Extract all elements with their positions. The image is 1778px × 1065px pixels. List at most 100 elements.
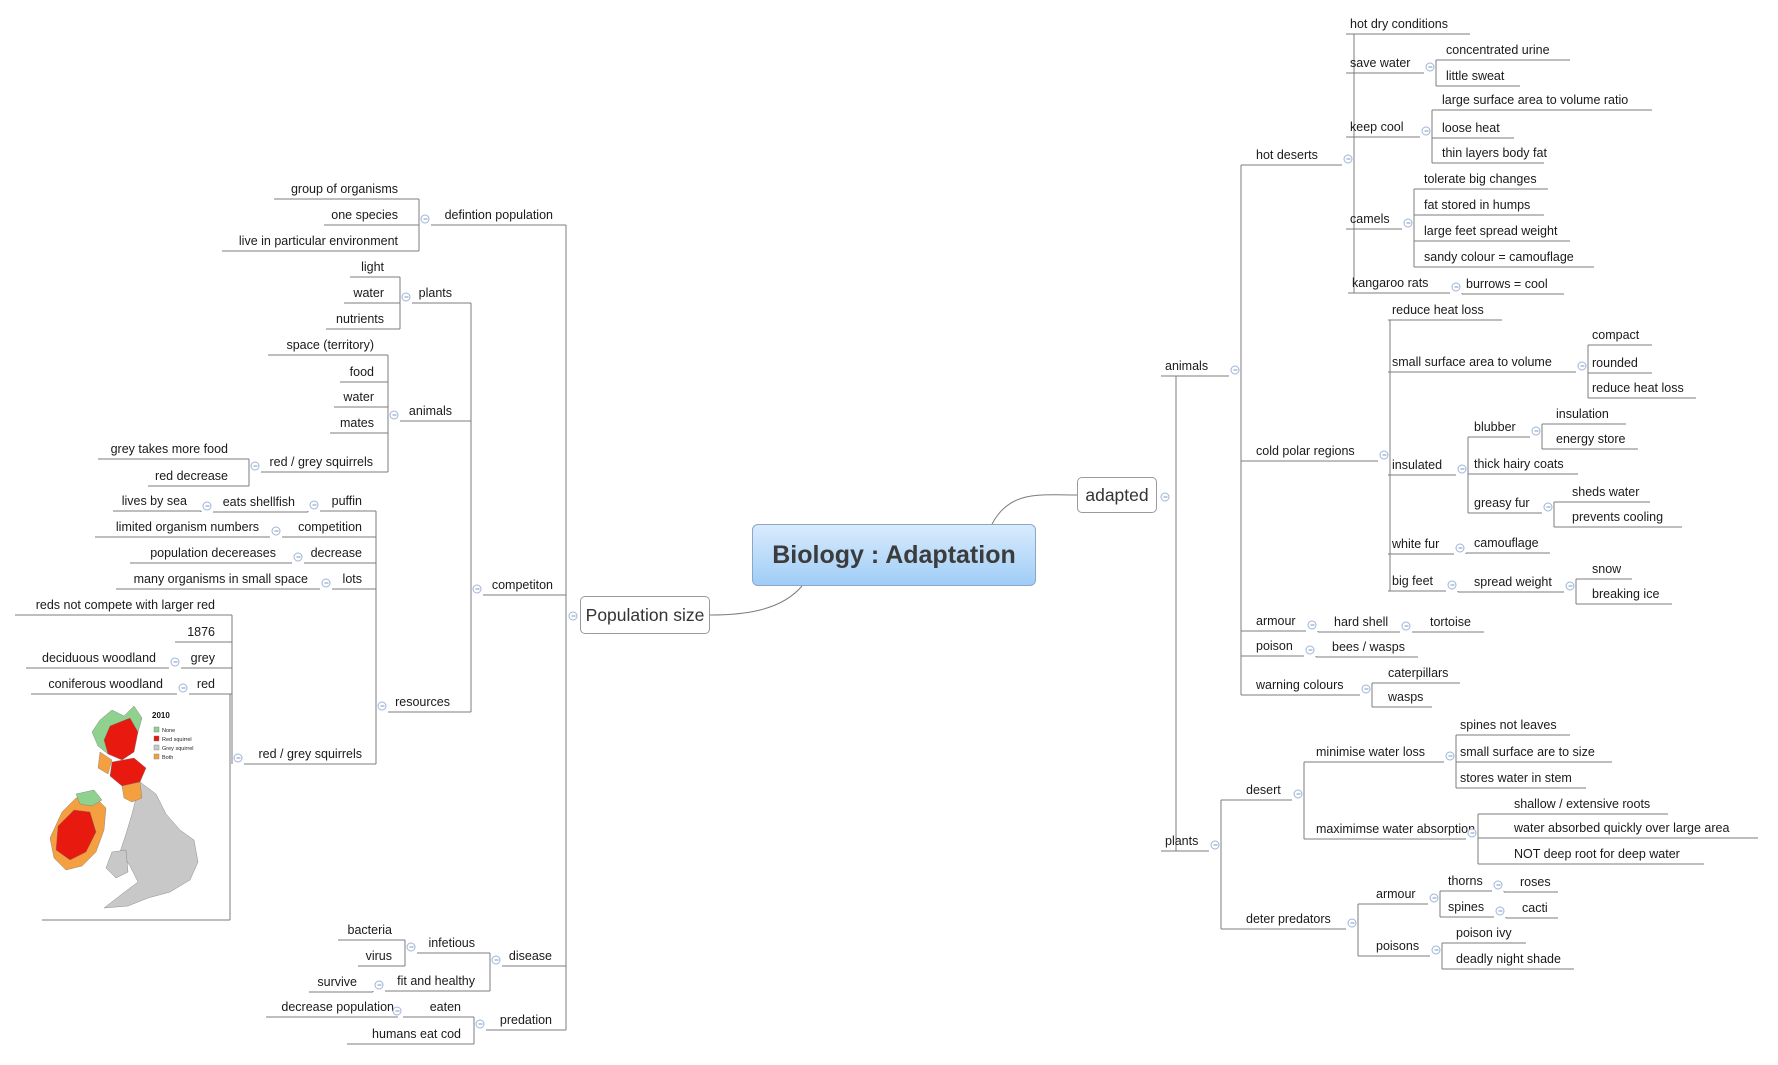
collapse-toggle-icon[interactable] [1343, 154, 1353, 164]
collapse-toggle-icon[interactable] [389, 410, 399, 420]
topic-prevents-cooling[interactable]: prevents cooling [1572, 510, 1664, 524]
topic-burrows-cool[interactable]: burrows = cool [1466, 277, 1548, 291]
topic-light[interactable]: light [361, 260, 384, 274]
topic-red[interactable]: red [196, 677, 215, 691]
collapse-toggle-icon[interactable] [406, 942, 416, 952]
topic-cacti[interactable]: cacti [1522, 901, 1548, 915]
topic-small-surface-area-to-volume[interactable]: small surface area to volume [1392, 355, 1552, 369]
topic-predation[interactable]: predation [499, 1013, 552, 1027]
topic-poison[interactable]: poison [1256, 639, 1293, 653]
topic-hard-shell[interactable]: hard shell [1334, 615, 1389, 629]
topic-compact[interactable]: compact [1592, 328, 1640, 342]
topic-tolerate-big-changes[interactable]: tolerate big changes [1424, 172, 1537, 186]
topic-animals[interactable]: animals [1165, 359, 1209, 373]
topic-save-water[interactable]: save water [1350, 56, 1411, 70]
topic-roses[interactable]: roses [1520, 875, 1551, 889]
collapse-toggle-icon[interactable] [1421, 126, 1431, 136]
topic-big-feet[interactable]: big feet [1392, 574, 1434, 588]
topic-hot-deserts[interactable]: hot deserts [1256, 148, 1318, 162]
collapse-toggle-icon[interactable] [1565, 581, 1575, 591]
collapse-toggle-icon[interactable] [271, 526, 281, 536]
topic-small-surface-are-to-size[interactable]: small surface are to size [1460, 745, 1595, 759]
collapse-toggle-icon[interactable] [170, 657, 180, 667]
collapse-toggle-icon[interactable] [321, 578, 331, 588]
collapse-toggle-icon[interactable] [178, 683, 188, 693]
topic-sheds-water[interactable]: sheds water [1572, 485, 1640, 499]
topic-rounded[interactable]: rounded [1592, 356, 1638, 370]
topic-nutrients[interactable]: nutrients [336, 312, 384, 326]
collapse-toggle-icon[interactable] [1210, 840, 1220, 850]
topic-water[interactable]: water [353, 286, 384, 300]
topic-deter-predators[interactable]: deter predators [1246, 912, 1331, 926]
topic-plants[interactable]: plants [418, 286, 452, 300]
collapse-toggle-icon[interactable] [1403, 218, 1413, 228]
topic-infetious[interactable]: infetious [428, 936, 475, 950]
topic-eaten[interactable]: eaten [429, 1000, 461, 1014]
collapse-toggle-icon[interactable] [377, 701, 387, 711]
collapse-toggle-icon[interactable] [1543, 502, 1553, 512]
topic-deciduous-woodland[interactable]: deciduous woodland [42, 651, 156, 665]
topic-armour[interactable]: armour [1256, 614, 1296, 628]
topic-large-surface-area-to-volume-ratio[interactable]: large surface area to volume ratio [1442, 93, 1629, 107]
topic-warning-colours[interactable]: warning colours [1256, 678, 1344, 692]
topic-resources[interactable]: resources [395, 695, 450, 709]
topic-cold-polar-regions[interactable]: cold polar regions [1256, 444, 1355, 458]
topic-not-deep-root-for-deep-water[interactable]: NOT deep root for deep water [1514, 847, 1680, 861]
topic-camouflage[interactable]: camouflage [1474, 536, 1539, 550]
topic-many-organisms-in-small-space[interactable]: many organisms in small space [133, 572, 308, 586]
topic-plants[interactable]: plants [1165, 834, 1199, 848]
topic-spread-weight[interactable]: spread weight [1474, 575, 1552, 589]
topic-fit-and-healthy[interactable]: fit and healthy [397, 974, 475, 988]
topic-food[interactable]: food [349, 365, 374, 379]
topic-eats-shellfish[interactable]: eats shellfish [222, 495, 295, 509]
collapse-toggle-icon[interactable] [1379, 450, 1389, 460]
topic-concentrated-urine[interactable]: concentrated urine [1446, 43, 1550, 57]
collapse-toggle-icon[interactable] [401, 292, 411, 302]
collapse-toggle-icon[interactable] [491, 955, 501, 965]
topic-kangaroo-rats[interactable]: kangaroo rats [1352, 276, 1429, 290]
topic-blubber[interactable]: blubber [1474, 420, 1516, 434]
topic-reduce-heat-loss[interactable]: reduce heat loss [1592, 381, 1684, 395]
topic-reds-not-compete-with-larger-red[interactable]: reds not compete with larger red [35, 598, 215, 612]
collapse-toggle-icon[interactable] [374, 980, 384, 990]
topic-large-feet-spread-weight[interactable]: large feet spread weight [1424, 224, 1558, 238]
topic-spines[interactable]: spines [1448, 900, 1485, 914]
topic-thin-layers-body-fat[interactable]: thin layers body fat [1442, 146, 1547, 160]
central-topic[interactable]: Biology : Adaptation [752, 524, 1036, 586]
collapse-toggle-icon[interactable] [1347, 918, 1357, 928]
topic-minimise-water-loss[interactable]: minimise water loss [1316, 745, 1426, 759]
topic-1876[interactable]: 1876 [187, 625, 215, 639]
topic-snow[interactable]: snow [1592, 562, 1622, 576]
collapse-toggle-icon[interactable] [293, 552, 303, 562]
topic-poisons[interactable]: poisons [1376, 939, 1420, 953]
collapse-toggle-icon[interactable] [1447, 580, 1457, 590]
topic-lots[interactable]: lots [342, 572, 362, 586]
collapse-toggle-icon[interactable] [1429, 893, 1439, 903]
topic-disease[interactable]: disease [508, 949, 552, 963]
collapse-toggle-icon[interactable] [1425, 62, 1435, 72]
collapse-toggle-icon[interactable] [1493, 880, 1503, 890]
topic-competition[interactable]: competition [298, 520, 362, 534]
collapse-toggle-icon[interactable] [1457, 464, 1467, 474]
collapse-toggle-icon[interactable] [233, 753, 243, 763]
topic-decrease[interactable]: decrease [310, 546, 362, 560]
topic-lives-by-sea[interactable]: lives by sea [121, 494, 187, 508]
topic-desert[interactable]: desert [1246, 783, 1281, 797]
topic-insulation[interactable]: insulation [1556, 407, 1609, 421]
topic-red-decrease[interactable]: red decrease [155, 469, 228, 483]
topic-virus[interactable]: virus [365, 949, 392, 963]
collapse-toggle-icon[interactable] [1401, 621, 1411, 631]
topic-reduce-heat-loss[interactable]: reduce heat loss [1392, 303, 1484, 317]
topic-poison-ivy[interactable]: poison ivy [1456, 926, 1512, 940]
topic-fat-stored-in-humps[interactable]: fat stored in humps [1424, 198, 1531, 212]
topic-maximimse-water-absorption[interactable]: maximimse water absorption [1316, 822, 1476, 836]
collapse-toggle-icon[interactable] [472, 584, 482, 594]
topic-competiton[interactable]: competiton [491, 578, 553, 592]
collapse-toggle-icon[interactable] [1455, 543, 1465, 553]
topic-bees-wasps[interactable]: bees / wasps [1332, 640, 1405, 654]
topic-survive[interactable]: survive [317, 975, 357, 989]
topic-population-decereases[interactable]: population decereases [150, 546, 276, 560]
topic-tortoise[interactable]: tortoise [1430, 615, 1471, 629]
collapse-toggle-icon[interactable] [1230, 365, 1240, 375]
topic-thick-hairy-coats[interactable]: thick hairy coats [1474, 457, 1564, 471]
